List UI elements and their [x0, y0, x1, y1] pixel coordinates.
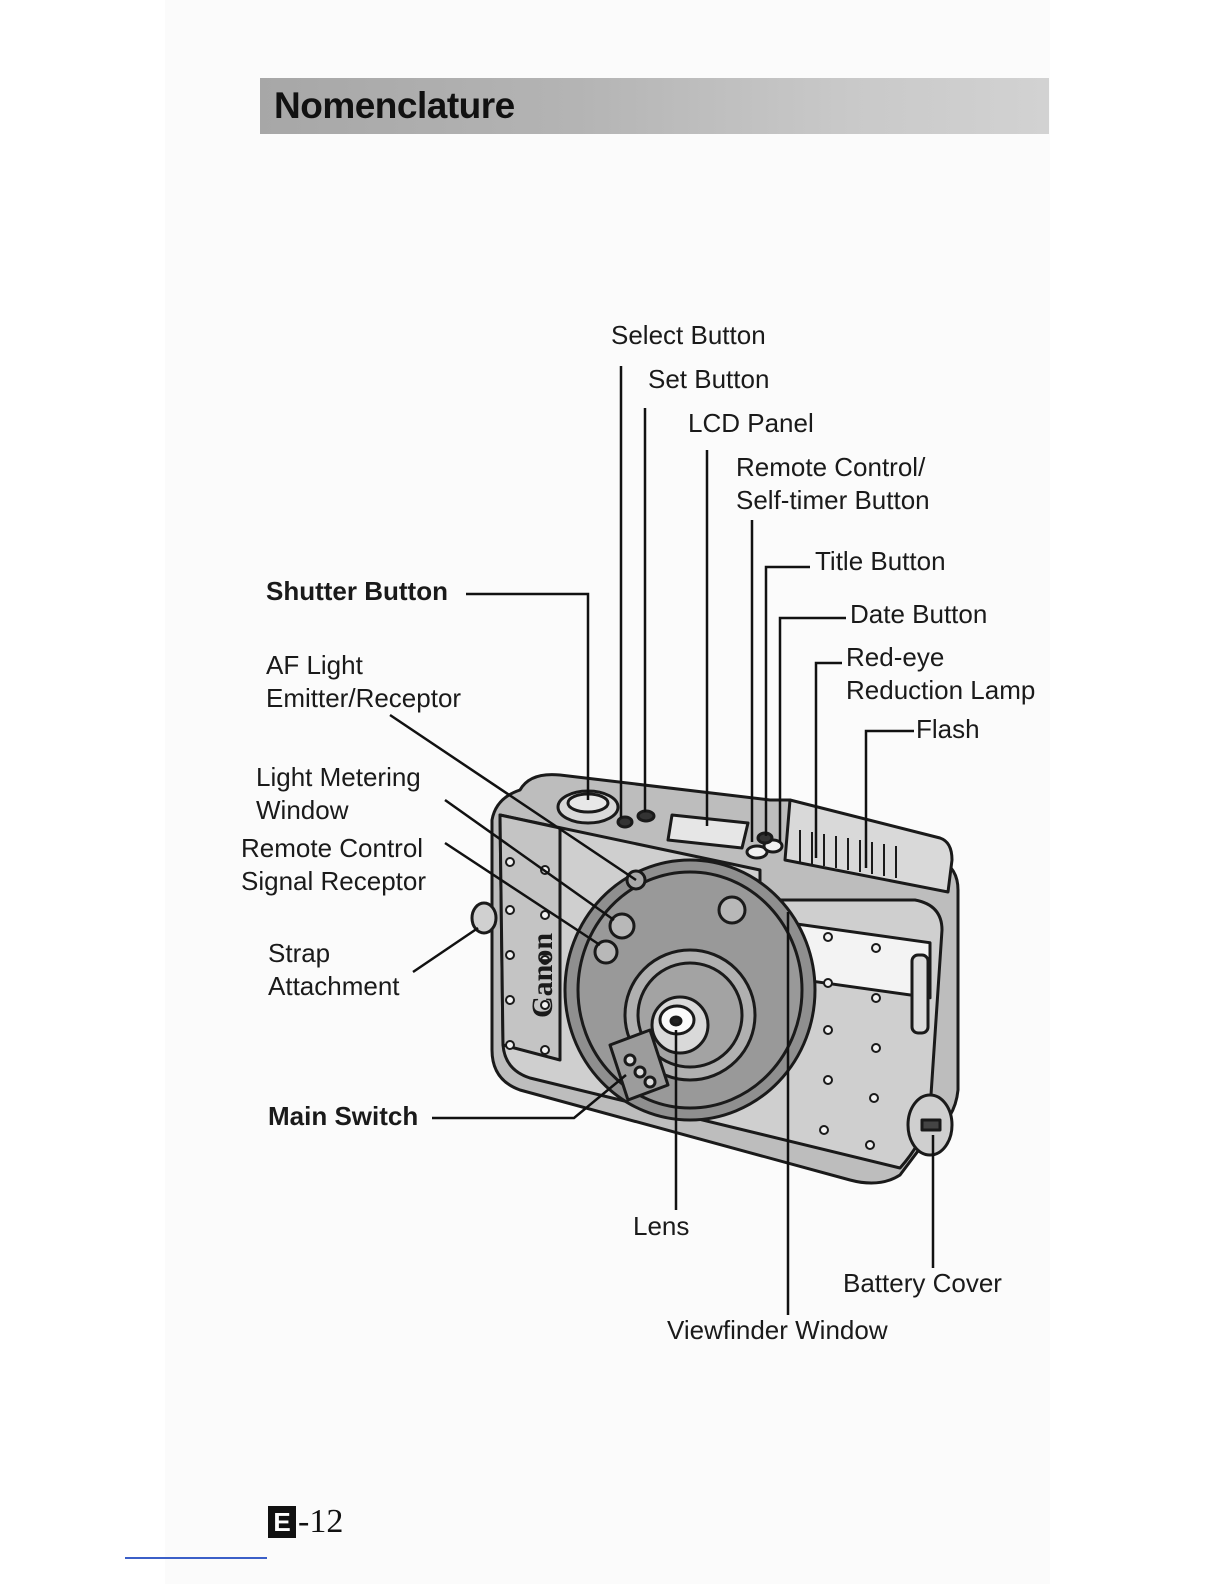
- page-footer: E -12: [268, 1503, 343, 1541]
- label-main-switch: Main Switch: [268, 1101, 419, 1131]
- page-number: -12: [298, 1503, 344, 1540]
- leader-lines: [389, 366, 935, 1315]
- camera-illustration: [470, 773, 960, 1185]
- label-af-2: Emitter/Receptor: [266, 683, 462, 713]
- label-remote-selftimer-1: Remote Control/: [736, 452, 926, 482]
- label-lens: Lens: [633, 1211, 690, 1241]
- label-remote-receptor-2: Signal Receptor: [241, 866, 426, 896]
- camera-brand-text: Canon: [526, 933, 559, 1018]
- page-title: Nomenclature: [274, 85, 515, 126]
- label-metering-2: Window: [256, 795, 349, 825]
- label-set-button: Set Button: [648, 364, 770, 394]
- label-battery-cover: Battery Cover: [843, 1268, 1002, 1298]
- label-remote-receptor-1: Remote Control: [241, 833, 424, 863]
- label-metering-1: Light Metering: [256, 762, 421, 792]
- label-title-button: Title Button: [815, 546, 946, 576]
- label-af-1: AF Light: [266, 650, 363, 680]
- label-shutter-button: Shutter Button: [266, 576, 448, 606]
- language-badge: E: [268, 1506, 296, 1538]
- label-strap-2: Attachment: [268, 971, 400, 1001]
- section-header: Nomenclature: [260, 78, 1049, 134]
- label-lcd-panel: LCD Panel: [688, 408, 814, 438]
- label-flash: Flash: [916, 714, 980, 744]
- label-viewfinder-window: Viewfinder Window: [667, 1315, 888, 1345]
- label-strap-1: Strap: [268, 938, 331, 968]
- label-remote-selftimer-2: Self-timer Button: [736, 485, 930, 515]
- footer-rule: [125, 1557, 267, 1559]
- label-redeye-1: Red-eye: [846, 642, 945, 672]
- label-select-button: Select Button: [611, 320, 766, 350]
- label-redeye-2: Reduction Lamp: [846, 675, 1036, 705]
- label-date-button: Date Button: [850, 599, 988, 629]
